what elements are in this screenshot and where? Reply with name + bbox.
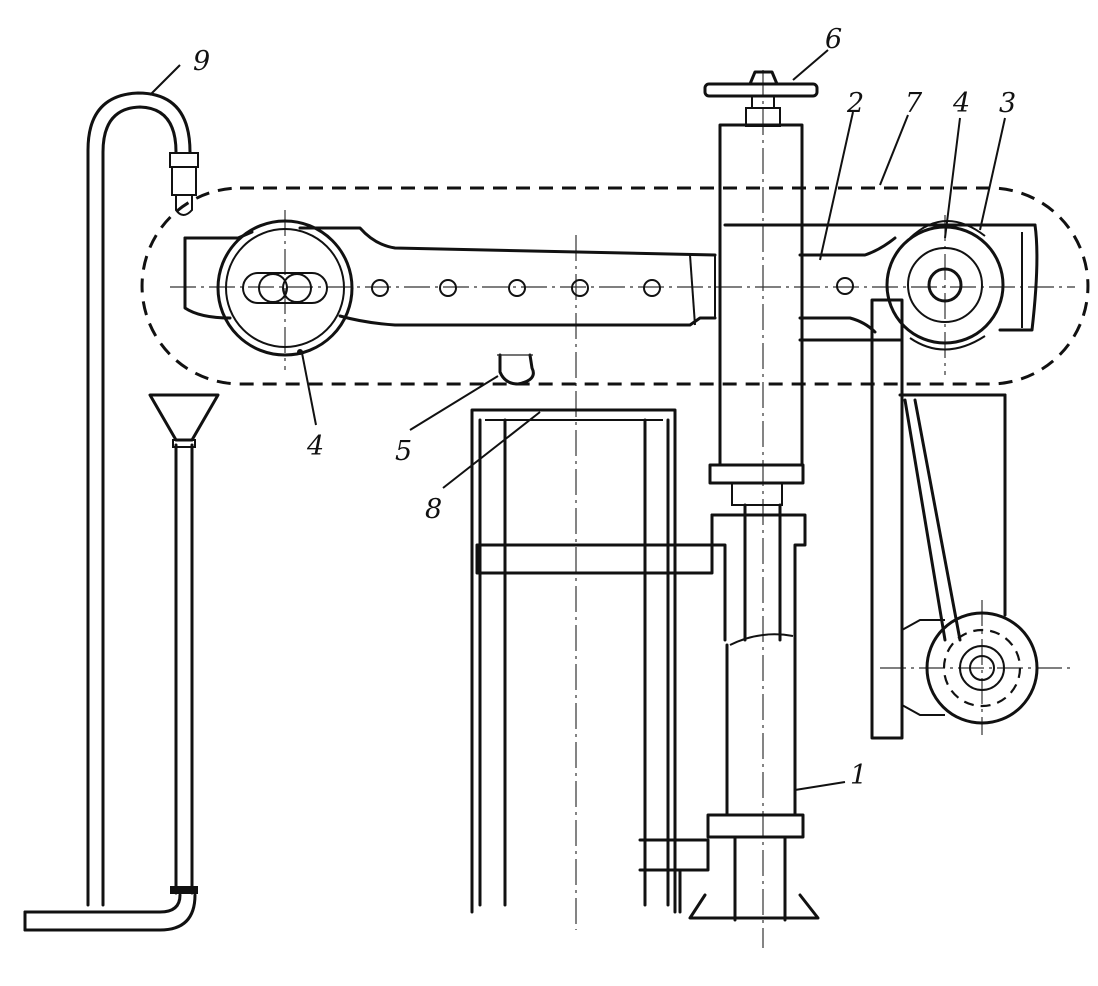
- oil-pipe: [86, 91, 199, 907]
- column: [688, 123, 820, 922]
- callout-3: 3: [999, 88, 1016, 119]
- pipe-base: [23, 893, 197, 932]
- callout-2: 2: [846, 88, 864, 119]
- leader-lines: [149, 49, 1006, 791]
- lever-holes: [371, 277, 854, 297]
- left-pulley: [216, 219, 354, 357]
- oil-funnel: [148, 393, 220, 895]
- drive-bracket: [870, 298, 1007, 740]
- callout-6: 6: [825, 24, 842, 55]
- tank-frame: [470, 408, 714, 914]
- handwheel: [703, 70, 819, 127]
- chain: [140, 186, 1090, 386]
- lug: [497, 353, 535, 386]
- callout-8: 8: [425, 494, 442, 525]
- callout-5: 5: [395, 436, 412, 467]
- drive-pulley: [901, 611, 1039, 725]
- callout-9: 9: [193, 46, 210, 77]
- callout-labels: 1 2 3 4 4 5 6 7 8 9: [193, 24, 1016, 791]
- lever-arm: [183, 223, 1039, 342]
- callout-7: 7: [905, 88, 923, 119]
- callout-1: 1: [850, 760, 867, 791]
- centerlines: [170, 70, 1075, 948]
- callout-4-right: 4: [952, 88, 970, 119]
- callout-4-left: 4: [306, 431, 324, 462]
